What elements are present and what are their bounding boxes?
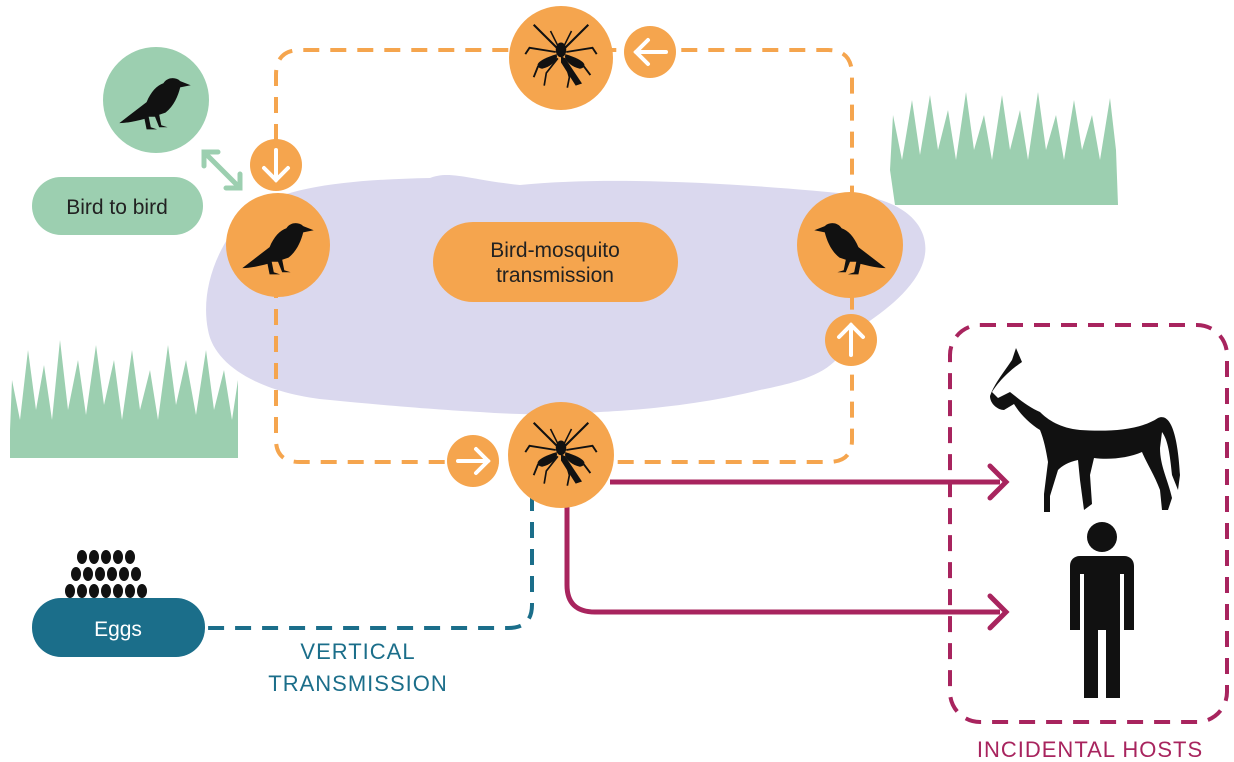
bird-to-bird-label: Bird to bird [66,196,168,219]
host-arrow-person [564,500,1000,615]
transmission-cycle-dashed [274,48,854,464]
bird-mosquito-label-line1: Bird-mosquito [490,239,620,262]
vertical-transmission-dashed [205,495,534,630]
eggs-icon [65,550,147,598]
eggs-label: Eggs [94,618,142,641]
incidental-hosts-box [948,323,1229,724]
arrow-right-icon [456,447,491,475]
bird-mosquito-pill [433,222,678,302]
arrow-down-icon [262,148,290,183]
arrow-up-icon [837,322,865,357]
vertical-transmission-label-line2: TRANSMISSION [268,671,447,696]
arrow-head [987,463,1010,501]
vertical-transmission-label-line1: VERTICAL [300,639,415,664]
bird-mosquito-label-line2: transmission [496,264,614,287]
person-icon [1070,522,1134,698]
eggs-pill [32,598,205,657]
grass-icon [890,92,1118,205]
horse-icon [990,348,1180,512]
arrow-head [987,593,1010,631]
bird-to-bird-pill [32,177,203,235]
incidental-hosts-label: INCIDENTAL HOSTS [977,737,1203,762]
bird-to-bird-arrow [201,149,243,191]
arrow-left-icon [633,38,668,66]
grass-icon [10,340,238,458]
